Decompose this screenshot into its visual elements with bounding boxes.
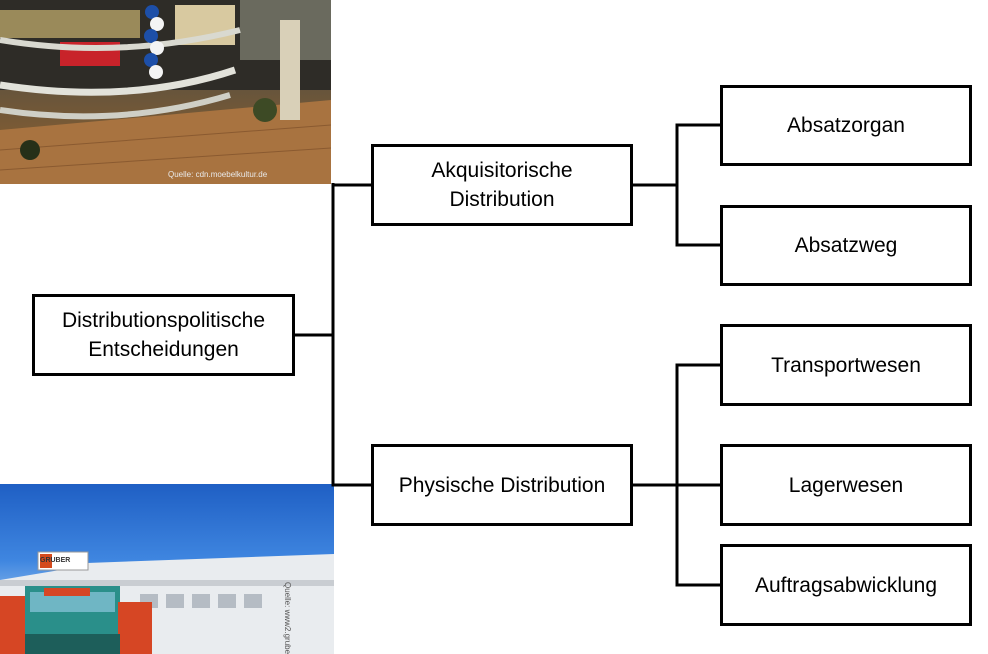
leaf-node-label: Auftragsabwicklung xyxy=(754,573,938,597)
leaf-node-label: Absatzweg xyxy=(794,234,898,257)
leaf-node-label: Transportwesen xyxy=(771,353,921,377)
truck-warehouse-illustration xyxy=(0,551,334,654)
leaf-node-transportwesen: Transportwesen xyxy=(720,324,972,406)
leaf-node-label: Absatzorgan xyxy=(787,114,905,137)
truck-warehouse-photo: GRUBER Quelle: www2.gruber xyxy=(0,484,334,654)
branch-node-label: Physische Distribution xyxy=(398,473,606,497)
root-node-label: Distributionspolitische Entscheidungen xyxy=(61,309,266,361)
mall-photo-credit: Quelle: cdn.moebelkultur.de xyxy=(168,170,268,179)
mall-interior-illustration xyxy=(0,0,331,184)
leaf-node-absatzorgan: Absatzorgan xyxy=(720,85,972,166)
branch-node-label: Akquisitorische Distribution xyxy=(431,159,573,211)
branch-node-physische: Physische Distribution xyxy=(371,444,633,526)
leaf-node-auftragsabwicklung: Auftragsabwicklung xyxy=(720,544,972,626)
leaf-node-absatzweg: Absatzweg xyxy=(720,205,972,286)
mall-interior-photo: Quelle: cdn.moebelkultur.de xyxy=(0,0,331,184)
leaf-node-label: Lagerwesen xyxy=(788,473,904,497)
truck-brand-sign: GRUBER xyxy=(40,557,71,564)
branch-node-akquisitorische: Akquisitorische Distribution xyxy=(371,144,633,226)
root-node: Distributionspolitische Entscheidungen xyxy=(32,294,295,376)
leaf-node-lagerwesen: Lagerwesen xyxy=(720,444,972,526)
